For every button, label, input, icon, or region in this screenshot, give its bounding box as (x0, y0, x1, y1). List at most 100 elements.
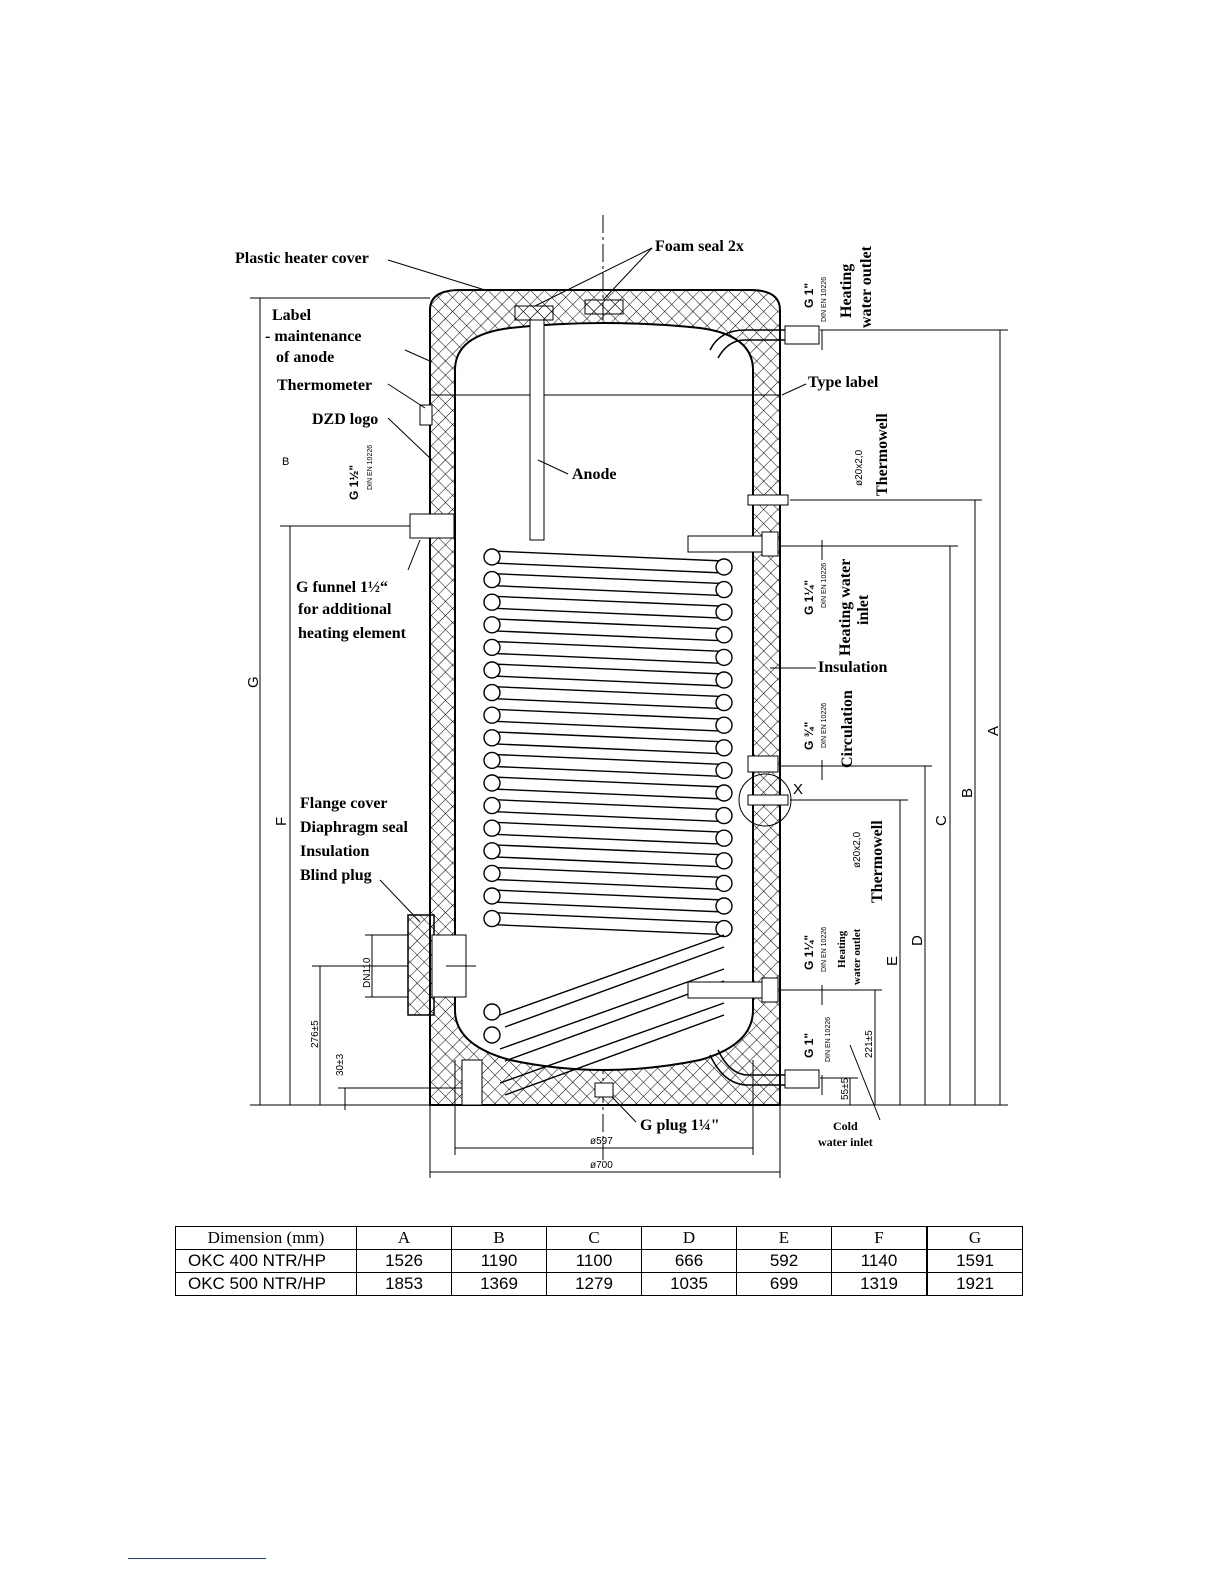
coil-turn (491, 844, 725, 868)
thermometer-fitting (419, 404, 433, 426)
coil-section-right (715, 603, 733, 621)
coil-turn (491, 731, 725, 755)
foam-seal-leader-1 (534, 247, 653, 307)
coil-turn (491, 550, 725, 574)
thread-heating-outlet-bottom: G 1¼" (802, 935, 816, 970)
coil-section-left (483, 706, 501, 724)
coil-section-right (715, 897, 733, 915)
coil-section-right (715, 671, 733, 689)
table-header-C: C (546, 1226, 642, 1250)
table-row: OKC 500 NTR/HP 1853 1369 1279 1035 699 1… (175, 1272, 1023, 1296)
table-cell: 1100 (546, 1249, 642, 1273)
dim-label-C: C (933, 815, 950, 826)
table-header-A: A (356, 1226, 452, 1250)
label-hw-outlet-bottom-2: water outlet (851, 928, 863, 985)
dim-label-dia-700: ø700 (590, 1160, 613, 1171)
thread-circulation-std: DIN EN 10226 (821, 703, 828, 748)
label-leader (404, 349, 433, 363)
label-label-line3: of anode (276, 349, 334, 366)
coil-section-right (715, 852, 733, 870)
dim-label-B: B (959, 788, 976, 798)
coil-turn (491, 798, 725, 823)
label-thermowell-mid: Thermowell (869, 820, 886, 903)
coil-section-right (715, 919, 733, 938)
label-cold-inlet-line1: Cold (833, 1119, 858, 1133)
coil-return (499, 934, 725, 1028)
table-cell: 666 (641, 1249, 737, 1273)
label-dzd-logo: DZD logo (312, 411, 378, 428)
thread-thermowell-mid: ø20x2,0 (852, 831, 863, 868)
coil-turn (491, 866, 725, 891)
label-hw-inlet-1: Heating water (837, 559, 854, 656)
coil-section-left (483, 819, 501, 837)
label-flange-cover: Flange cover (300, 795, 388, 812)
label-blind-plug: Blind plug (300, 867, 372, 884)
dim-label-30: 30±3 (335, 1053, 346, 1076)
table-header-E: E (736, 1226, 832, 1250)
thread-circulation: G ¾" (802, 722, 816, 750)
thread-cold-inlet: G 1" (802, 1033, 816, 1058)
label-x-detail: X (793, 781, 803, 798)
cold-inlet-pipe (709, 1049, 790, 1086)
label-type-label: Type label (808, 374, 879, 391)
coil-turn (491, 640, 725, 665)
table-header-F: F (831, 1226, 928, 1250)
label-cold-inlet-line2: water inlet (818, 1135, 873, 1149)
table-header-B: B (451, 1226, 547, 1250)
foam-seal-leader-2 (602, 247, 653, 301)
dim-label-A: A (985, 726, 1002, 736)
table-cell-model: OKC 400 NTR/HP (175, 1249, 357, 1273)
table-cell: 1526 (356, 1249, 452, 1273)
table-cell: 1319 (831, 1272, 928, 1296)
thread-cold-inlet-std: DIN EN 10226 (825, 1017, 832, 1062)
coil-turn (491, 685, 725, 710)
coil-return (499, 1002, 725, 1096)
tank-diagram: Plastic heater cover Foam seal 2x Label … (235, 215, 1008, 1178)
coil-section-right (715, 558, 733, 576)
label-foam-seal: Foam seal 2x (655, 238, 744, 255)
coil-turn (491, 911, 725, 936)
coil-section-left (483, 729, 501, 747)
table-header-G: G (926, 1226, 1023, 1250)
label-label-line1: Label (272, 307, 312, 324)
coil-turn (491, 889, 725, 913)
coil-section-right (715, 784, 733, 802)
label-g-funnel-line2: for additional (298, 601, 392, 618)
coil-turn (491, 753, 725, 778)
top-outlet-pipe (709, 329, 790, 359)
tank-foot-left (461, 1059, 483, 1106)
coil-turn (491, 618, 725, 642)
coil-section-left (483, 593, 501, 611)
label-anode: Anode (572, 466, 616, 483)
thread-top-outlet-std: DIN EN 10226 (821, 277, 828, 322)
coil-section-left (483, 661, 501, 679)
coil-turn (491, 572, 725, 597)
coil-turn (491, 708, 725, 732)
table-cell-model: OKC 500 NTR/HP (175, 1272, 357, 1296)
coil-section-left (483, 683, 501, 702)
thread-top-outlet: G 1" (802, 283, 816, 308)
dim-label-dn110: DN110 (362, 957, 373, 988)
coil-section-right (715, 626, 733, 644)
coil-section-left (483, 887, 501, 905)
coil-section-left (483, 1003, 501, 1021)
foam-seal-right (584, 299, 624, 315)
table-cell: 1369 (451, 1272, 547, 1296)
dim-label-E: E (884, 956, 901, 966)
thermowell-mid-stub (747, 794, 789, 806)
type-label-leader (781, 383, 807, 396)
label-label-line2: - maintenance (265, 328, 361, 345)
thread-heating-outlet-bottom-std: DIN EN 10226 (821, 927, 828, 972)
label-g-plug: G plug 1¼" (640, 1117, 720, 1134)
label-g-funnel-line1: G funnel 1½“ (296, 579, 388, 596)
coil-turn (491, 821, 725, 845)
dim-label-D: D (909, 935, 926, 946)
dimension-table: Dimension (mm) A B C D E F G OKC 400 NTR… (175, 1226, 1023, 1296)
dim-label-B-small: B (282, 456, 289, 468)
coil-section-right (715, 580, 733, 599)
label-diaphragm-seal: Diaphragm seal (300, 819, 409, 836)
thread-left-funnel-std: DIN EN 10226 (367, 445, 374, 490)
thermometer-leader (387, 383, 426, 409)
coil-section-left (483, 548, 501, 566)
table-header-D: D (641, 1226, 737, 1250)
